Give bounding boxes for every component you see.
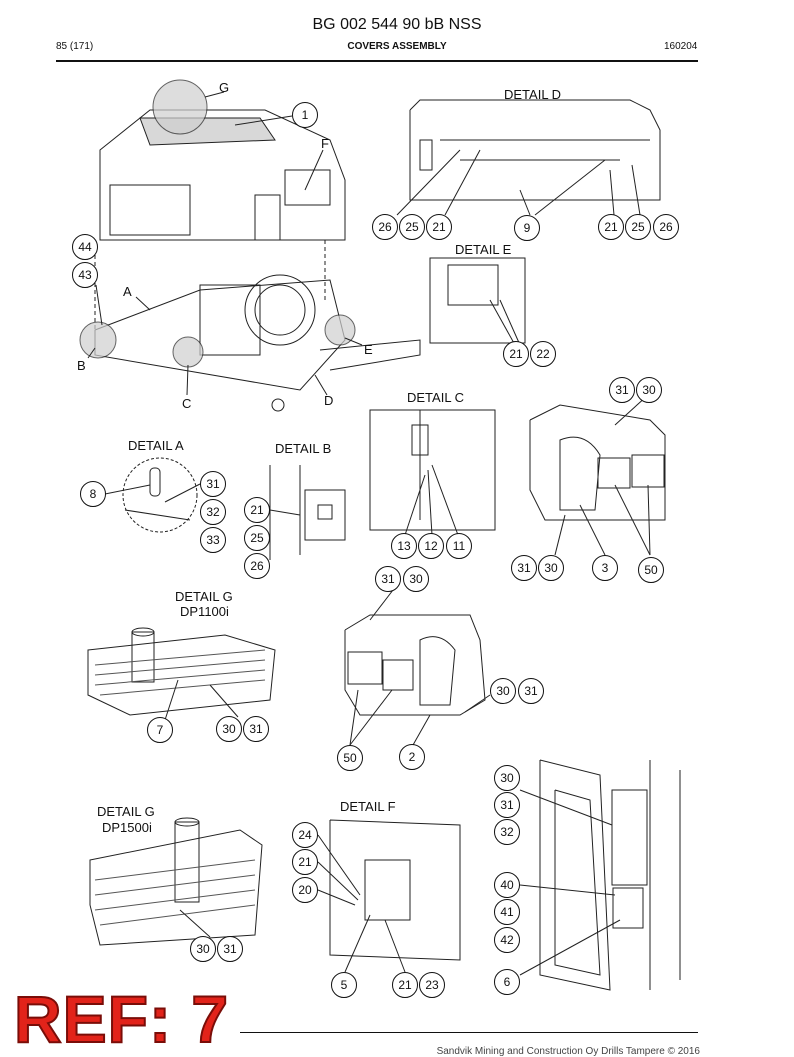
callout: 5 [331,972,357,998]
detail-g2-label: DETAIL G [97,804,155,819]
callout: 31 [609,377,635,403]
callout: 30 [494,765,520,791]
callout: 30 [636,377,662,403]
detail-g2-model: DP1500i [102,820,152,835]
header-rule [56,60,698,62]
view-letter-a: A [123,284,132,299]
detail-g1-model: DP1100i [180,604,229,619]
callout: 23 [419,972,445,998]
callout: 30 [538,555,564,581]
detail-f-label: DETAIL F [340,799,396,814]
callout: 31 [200,471,226,497]
callout: 3 [592,555,618,581]
callout: 31 [511,555,537,581]
detail-f-drawing [317,819,461,973]
callout: 43 [72,262,98,288]
detail-b-label: DETAIL B [275,441,332,456]
detail-g1-label: DETAIL G [175,589,233,604]
callout: 50 [337,745,363,771]
detail-g-1500-drawing [89,817,263,946]
view-letter-c: C [182,396,192,411]
access-panel-drawing [519,759,681,991]
callout: 21 [292,849,318,875]
footer-rule [240,1032,698,1033]
detail-e-label: DETAIL E [455,242,512,257]
callout: 41 [494,899,520,925]
callout: 31 [518,678,544,704]
callout: 26 [244,553,270,579]
section-title: COVERS ASSEMBLY [347,41,447,52]
callout: 50 [638,557,664,583]
detail-c-drawing [369,409,496,536]
detail-d-label: DETAIL D [504,87,562,102]
callout: 25 [625,214,651,240]
callout: 2 [399,744,425,770]
callout: 31 [375,566,401,592]
view-letter-e: E [364,342,373,357]
detail-b-drawing [269,465,346,560]
left-cover-drawing [344,589,491,746]
page-number: 85 (171) [56,41,94,52]
callout: 9 [514,215,540,241]
callout: 31 [494,792,520,818]
view-letter-g: G [219,80,230,95]
view-letter-f: F [321,136,329,151]
callout: 30 [216,716,242,742]
detail-a-label: DETAIL A [128,438,184,453]
callout: 31 [217,936,243,962]
callout: 1 [292,102,318,128]
detail-d-drawing [396,99,661,216]
footer-copyright: Sandvik Mining and Construction Oy Drill… [436,1046,700,1057]
callout: 20 [292,877,318,903]
callout: 30 [403,566,429,592]
callout: 11 [446,533,472,559]
view-letter-b: B [77,358,86,373]
callout: 24 [292,822,318,848]
document-number: BG 002 544 90 bB NSS [312,16,482,33]
detail-g-1100-drawing [87,627,276,721]
callout: 30 [490,678,516,704]
detail-e-drawing [429,257,526,346]
callout: 30 [190,936,216,962]
callout: 40 [494,872,520,898]
callout: 44 [72,234,98,260]
callout: 13 [391,533,417,559]
callout: 32 [494,819,520,845]
callout: 21 [392,972,418,998]
view-letter-d: D [324,393,334,408]
callout: 21 [426,214,452,240]
callout: 32 [200,499,226,525]
detail-c-label: DETAIL C [407,390,465,405]
callout: 8 [80,481,106,507]
callout: 42 [494,927,520,953]
detail-a-drawing [104,457,201,533]
callout: 12 [418,533,444,559]
callout: 26 [653,214,679,240]
main-machine-drawing [79,79,421,412]
callout: 26 [372,214,398,240]
callout: 21 [244,497,270,523]
callout: 25 [399,214,425,240]
ref-stamp: REF: 7 [13,982,230,1056]
callout: 31 [243,716,269,742]
right-cover-drawing [529,394,666,556]
callout: 21 [503,341,529,367]
callout: 22 [530,341,556,367]
revision-date: 160204 [664,41,698,52]
callout: 25 [244,525,270,551]
callout: 33 [200,527,226,553]
callout: 7 [147,717,173,743]
callout: 21 [598,214,624,240]
callout: 6 [494,969,520,995]
